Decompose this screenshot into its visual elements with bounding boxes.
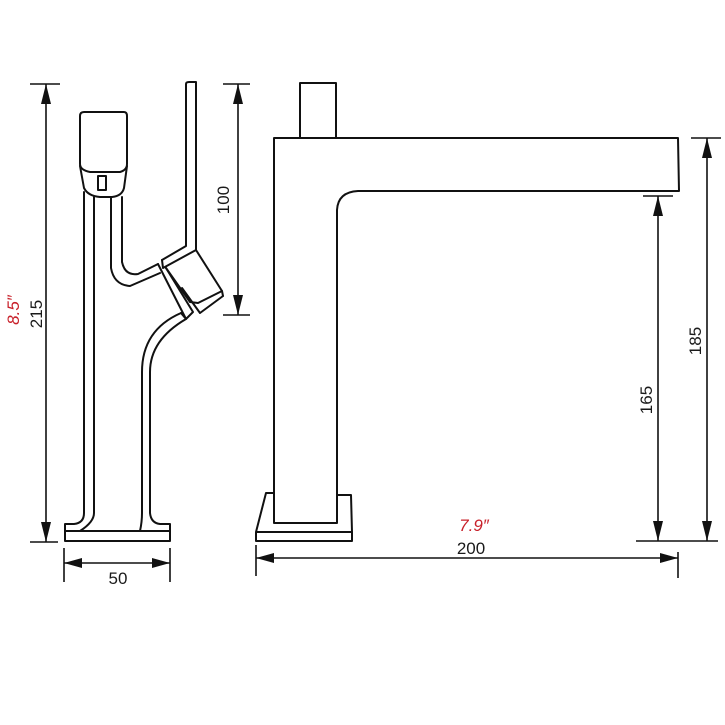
faucet-head-cap (79, 111, 128, 173)
spout-top-height-label: 185 (686, 327, 705, 355)
dimension-spout-reach: 200 7.9″ (255, 516, 679, 578)
spout-body (273, 137, 680, 524)
handle-height-label: 100 (214, 186, 233, 214)
base-width-label: 50 (109, 569, 128, 588)
body-inner-left (79, 196, 95, 532)
side-view (64, 81, 224, 542)
spout-reach-imperial-label: 7.9″ (459, 516, 490, 535)
handle-lever (161, 81, 197, 261)
faucet-head-collar (79, 165, 128, 198)
handle-joint (157, 263, 194, 320)
front-base (255, 492, 353, 542)
handle-elbow-pipe (110, 196, 161, 287)
dimension-spout-clearance: 165 (636, 195, 718, 542)
spout-reach-label: 200 (457, 539, 485, 558)
dimension-handle-height: 100 (214, 83, 250, 316)
body-inner-right (139, 312, 182, 532)
total-height-imperial-label: 8.5″ (4, 294, 23, 325)
spout-clearance-label: 165 (637, 386, 656, 414)
total-height-label: 215 (27, 300, 46, 328)
handle-stub (299, 82, 337, 139)
handle-block-lower (181, 287, 224, 314)
aerator-slot (97, 175, 107, 191)
front-view (255, 82, 680, 542)
dimension-base-width: 50 (63, 548, 171, 588)
dimension-spout-top-height: 185 (686, 137, 721, 541)
body-left-edge (64, 191, 187, 542)
dimension-total-height: 215 8.5″ (4, 83, 60, 543)
